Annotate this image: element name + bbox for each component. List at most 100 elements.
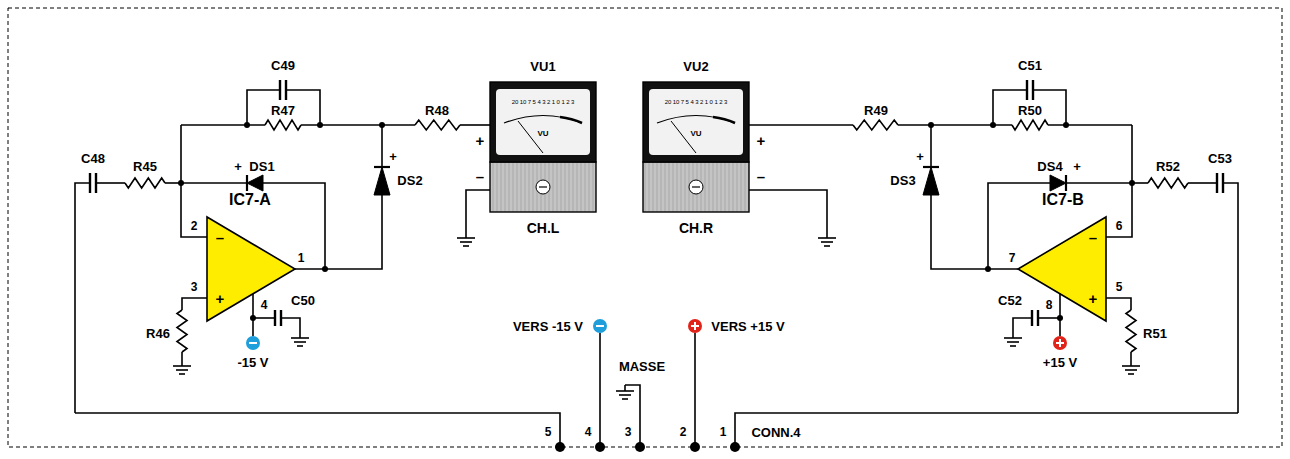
meter-dial	[496, 89, 590, 155]
capacitor-symbol	[274, 310, 276, 326]
part-label: C50	[291, 294, 315, 307]
wire	[1223, 183, 1238, 413]
wire	[931, 124, 1012, 126]
pin-number: 5	[545, 426, 552, 438]
board-outline	[8, 8, 1282, 447]
pin-number: 7	[1009, 252, 1016, 264]
ground-symbol	[294, 341, 306, 343]
meter-arc-red-zone	[713, 117, 735, 123]
resistor-symbol	[1126, 310, 1136, 352]
wire	[460, 124, 490, 126]
input-sign: –	[1089, 230, 1097, 245]
supply-label: VERS -15 V	[513, 320, 583, 333]
wire	[1106, 298, 1131, 310]
resistor-symbol	[1148, 178, 1188, 188]
ground-symbol	[1128, 373, 1134, 375]
wire	[599, 333, 601, 447]
part-label: R47	[271, 104, 295, 117]
ground-symbol	[291, 337, 309, 339]
connector-pin	[690, 442, 700, 452]
diode-symbol	[247, 175, 263, 191]
part-label: R51	[1143, 327, 1167, 340]
ground-symbol	[826, 232, 828, 238]
part-label: VU1	[530, 60, 555, 73]
ground-symbol	[179, 373, 185, 375]
ground-symbol	[1130, 360, 1132, 366]
ground-symbol	[1010, 345, 1016, 347]
resistor-symbol	[853, 120, 898, 130]
wire	[181, 182, 247, 184]
part-label: R48	[425, 104, 449, 117]
supply-label: +15 V	[1043, 356, 1077, 369]
pin-number: 5	[1116, 281, 1123, 293]
junction-dot	[244, 122, 250, 128]
capacitor-symbol	[1216, 173, 1218, 193]
part-label: DS1	[249, 160, 274, 173]
pin-number: 4	[261, 299, 268, 311]
capacitor-symbol	[279, 80, 281, 100]
meter-scale: 20 10 7 5 4 3 2 1 0 1 2 3	[512, 99, 575, 105]
wire	[281, 318, 300, 332]
wire	[1188, 182, 1217, 184]
part-label: R52	[1156, 160, 1180, 173]
part-label: R45	[133, 160, 157, 173]
supply-sign	[249, 342, 257, 344]
diode-symbol	[1050, 175, 1066, 191]
capacitor-symbol	[1037, 310, 1039, 326]
polarity-mark: –	[476, 169, 484, 184]
pin-number: 3	[191, 281, 198, 293]
junction-dot	[1129, 180, 1135, 186]
wire	[181, 352, 183, 360]
ground-symbol	[181, 360, 183, 366]
diode-bar	[246, 175, 248, 191]
connector-pin	[555, 442, 565, 452]
input-sign: –	[216, 230, 224, 245]
positive-supply-icon	[688, 319, 702, 333]
meter-body	[490, 162, 596, 212]
wire	[749, 190, 827, 232]
wire	[898, 124, 931, 126]
wire	[301, 124, 382, 126]
meter-unit: VU	[537, 130, 548, 138]
wire	[75, 413, 560, 447]
polarity-mark: +	[234, 160, 242, 173]
meter-arc-red-zone	[560, 117, 582, 123]
ground-symbol	[622, 398, 628, 400]
ground-symbol	[173, 365, 191, 367]
part-label: C52	[998, 294, 1022, 307]
part-label: C49	[271, 59, 295, 72]
wire	[1130, 352, 1132, 360]
supply-sign	[596, 325, 604, 327]
zero-screw-slot	[539, 186, 547, 187]
pin-number: 3	[625, 426, 632, 438]
ground-symbol	[465, 232, 467, 238]
ground-symbol	[821, 241, 833, 243]
junction-dot	[250, 315, 256, 321]
pin-number: 2	[680, 426, 687, 438]
diode-bar	[1065, 175, 1067, 191]
part-label: DS2	[397, 174, 422, 187]
wire	[1106, 125, 1132, 237]
resistor-symbol	[1012, 120, 1048, 130]
ground-symbol	[463, 245, 469, 247]
polarity-mark: +	[916, 150, 924, 163]
wire	[694, 333, 696, 447]
opamp-symbol	[207, 217, 295, 321]
meter-frame	[490, 82, 596, 162]
meter-frame	[643, 82, 749, 162]
meter-scale: 20 10 7 5 4 3 2 1 0 1 2 3	[665, 99, 728, 105]
part-label: R50	[1018, 104, 1042, 117]
resistor-symbol	[177, 310, 187, 352]
ic-label: IC7-B	[1042, 192, 1084, 208]
connector-pin	[635, 442, 645, 452]
wire	[749, 124, 853, 126]
ground-symbol	[1004, 337, 1022, 339]
junction-dot	[178, 180, 184, 186]
ground-symbol	[624, 385, 626, 391]
connector-pin	[595, 442, 605, 452]
wire	[181, 124, 265, 126]
ground-symbol	[176, 369, 188, 371]
polarity-mark: +	[476, 133, 485, 148]
supply-sign	[1059, 339, 1061, 347]
wire	[295, 195, 382, 269]
